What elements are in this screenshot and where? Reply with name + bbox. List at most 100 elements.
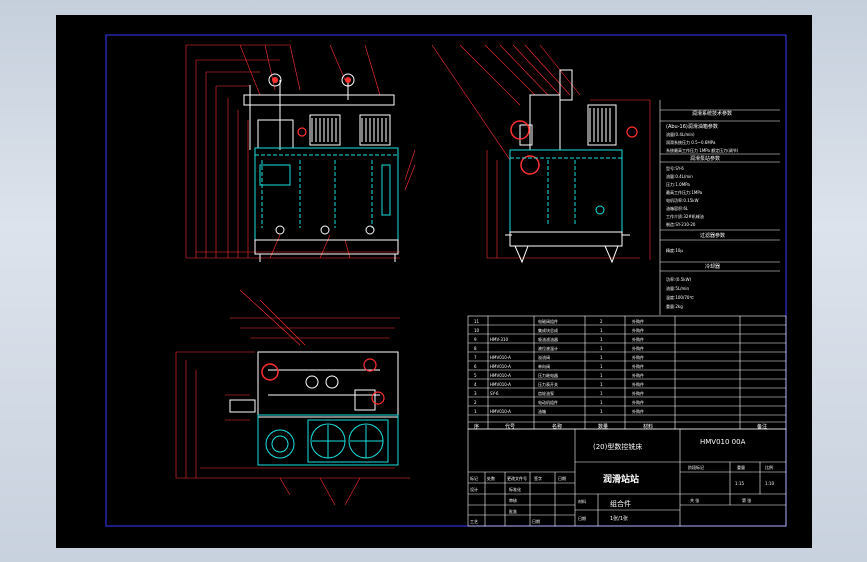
bom-header-remark: 备注 bbox=[757, 423, 767, 430]
bom-cell-qty: 1 bbox=[600, 382, 603, 387]
bom-cell-code: SY-6 bbox=[490, 391, 499, 396]
tb-sign: 签字 bbox=[534, 475, 542, 481]
tb-design: 设计 bbox=[470, 486, 478, 492]
bom-cell-qty: 1 bbox=[600, 355, 603, 360]
bom-cell-qty: 1 bbox=[600, 346, 603, 351]
bom-cell-no: 5 bbox=[474, 373, 477, 378]
tb-check: 审核 bbox=[509, 497, 517, 503]
bom-cell-remark: 外购件 bbox=[632, 363, 644, 369]
bom-cell-remark: 外购件 bbox=[632, 372, 644, 378]
bom-cell-name: 电磁阀组件 bbox=[538, 318, 558, 324]
bom-cell-no: 9 bbox=[474, 337, 477, 342]
bom-cell-qty: 1 bbox=[600, 328, 603, 333]
bom-cell-code: HMV010-A bbox=[490, 409, 511, 414]
technical-notes: 润滑系统技术参数 (Abu-16)润滑油箱参数 流量(0.4L/min) 润滑系… bbox=[659, 100, 780, 315]
notes-line-a-2: 系统最高工作压力 1MPa 额定压力(调节) bbox=[666, 147, 739, 153]
bom-cell-qty: 1 bbox=[600, 364, 603, 369]
front-base bbox=[254, 225, 399, 262]
bom-cell-no: 11 bbox=[474, 319, 480, 324]
tb-weight: 重量 bbox=[737, 464, 745, 470]
notes-heading3: 过滤器参数 bbox=[700, 232, 725, 239]
side-components bbox=[519, 69, 617, 151]
bom-cell-remark: 外购件 bbox=[632, 390, 644, 396]
front-piping bbox=[243, 73, 395, 150]
bom-cell-no: 1 bbox=[474, 409, 477, 414]
side-base bbox=[505, 231, 630, 264]
tb-count: 处数 bbox=[487, 475, 495, 481]
notes-line-b-0: 型号:SY-6 bbox=[666, 165, 684, 171]
bom-cell-name: 溢流阀 bbox=[538, 354, 550, 360]
tb-date3: 日期 bbox=[578, 515, 586, 521]
notes-line-d-3: 重量:2kg bbox=[666, 303, 683, 309]
drawing-sheet bbox=[56, 15, 812, 548]
bom-cell-remark: 外购件 bbox=[632, 318, 644, 324]
bom-cell-code: HMV010-A bbox=[490, 355, 511, 360]
drawing-number: HMV010 00A bbox=[700, 438, 746, 446]
bom-cell-name: 压力继电器 bbox=[538, 372, 558, 378]
sheet-count: 1:10 bbox=[765, 481, 774, 486]
notes-line-b-3: 最高工作压力:1MPa bbox=[666, 189, 703, 195]
tb-zone: 更改文件号 bbox=[507, 475, 527, 481]
part-name: 润滑站站 bbox=[603, 473, 639, 485]
bom-cell-remark: 外购件 bbox=[632, 327, 644, 333]
bom-cell-name: 压力表开关 bbox=[538, 381, 558, 387]
bom-cell-remark: 外购件 bbox=[632, 408, 644, 414]
notes-line-b-6: 工作介质:32#机械油 bbox=[666, 213, 704, 219]
tb-date: 日期 bbox=[558, 475, 566, 481]
notes-heading2: 润滑泵站参数 bbox=[690, 155, 720, 162]
bom-cell-no: 6 bbox=[474, 364, 477, 369]
bom-cell-code: HMV010-A bbox=[490, 364, 511, 369]
notes-line-a-0: 流量(0.4L/min) bbox=[666, 131, 695, 137]
bom-cell-qty: 2 bbox=[600, 319, 603, 324]
tb-approve: 批准 bbox=[509, 508, 517, 514]
top-components bbox=[229, 351, 399, 418]
bom-cell-no: 7 bbox=[474, 355, 477, 360]
scale-value: 1:15 bbox=[735, 481, 744, 486]
side-dimensions bbox=[431, 44, 651, 260]
bom-cell-qty: 1 bbox=[600, 400, 603, 405]
tb-material: 材料 bbox=[578, 498, 586, 504]
assembly-label: 组合件 bbox=[610, 499, 631, 508]
bom-cell-name: 集成块总成 bbox=[538, 327, 558, 333]
notes-line-b-4: 电机功率:0.15kW bbox=[666, 197, 699, 203]
bom-cell-remark: 外购件 bbox=[632, 399, 644, 405]
bom-cell-code: HMV-310 bbox=[490, 337, 508, 342]
bom-cell-remark: 外购件 bbox=[632, 345, 644, 351]
bom-cell-code: HMV010-A bbox=[490, 382, 511, 387]
top-dimensions bbox=[175, 289, 410, 506]
bom-cell-no: 4 bbox=[474, 382, 477, 387]
bom-cell-no: 8 bbox=[474, 346, 477, 351]
bom-cell-qty: 1 bbox=[600, 409, 603, 414]
notes-line-c-0: 精度:10μ bbox=[666, 247, 683, 253]
front-view bbox=[185, 44, 416, 262]
bom-header-code: 代号 bbox=[505, 423, 515, 430]
notes-subheading: (Abu-16)润滑油箱参数 bbox=[666, 123, 718, 130]
bom-cell-remark: 外购件 bbox=[632, 381, 644, 387]
title-block: (20)型数控铣床 HMV010 00A 润滑站站 组合件 1张/1张 1:15… bbox=[467, 428, 787, 527]
bom-header-no: 序 bbox=[474, 423, 479, 430]
drawing-border bbox=[105, 34, 787, 527]
tb-sheet2: 第 张 bbox=[742, 497, 751, 503]
tb-date2: 日期 bbox=[532, 518, 540, 524]
tb-sheet: 共 张 bbox=[690, 497, 699, 503]
tb-scale: 比例 bbox=[765, 464, 773, 470]
bom-header-qty: 数量 bbox=[598, 423, 608, 430]
bom-cell-qty: 1 bbox=[600, 337, 603, 342]
bom-cell-no: 3 bbox=[474, 391, 477, 396]
bom-cell-name: 吸油滤油器 bbox=[538, 336, 558, 342]
tb-standard: 标准化 bbox=[509, 486, 521, 492]
bom-cell-qty: 1 bbox=[600, 391, 603, 396]
side-tank bbox=[509, 149, 623, 233]
bom-cell-name: 单向阀 bbox=[538, 363, 550, 369]
bom-cell-remark: 外购件 bbox=[632, 336, 644, 342]
sheet-info: 1张/1张 bbox=[610, 515, 628, 522]
notes-line-d-1: 流量:5L/min bbox=[666, 285, 689, 291]
notes-heading: 润滑系统技术参数 bbox=[692, 110, 732, 117]
bom-cell-no: 2 bbox=[474, 400, 477, 405]
bom-cell-remark: 外购件 bbox=[632, 354, 644, 360]
bom-cell-name: 液位液温计 bbox=[538, 345, 558, 351]
top-view bbox=[175, 289, 410, 506]
bom-cell-qty: 1 bbox=[600, 373, 603, 378]
